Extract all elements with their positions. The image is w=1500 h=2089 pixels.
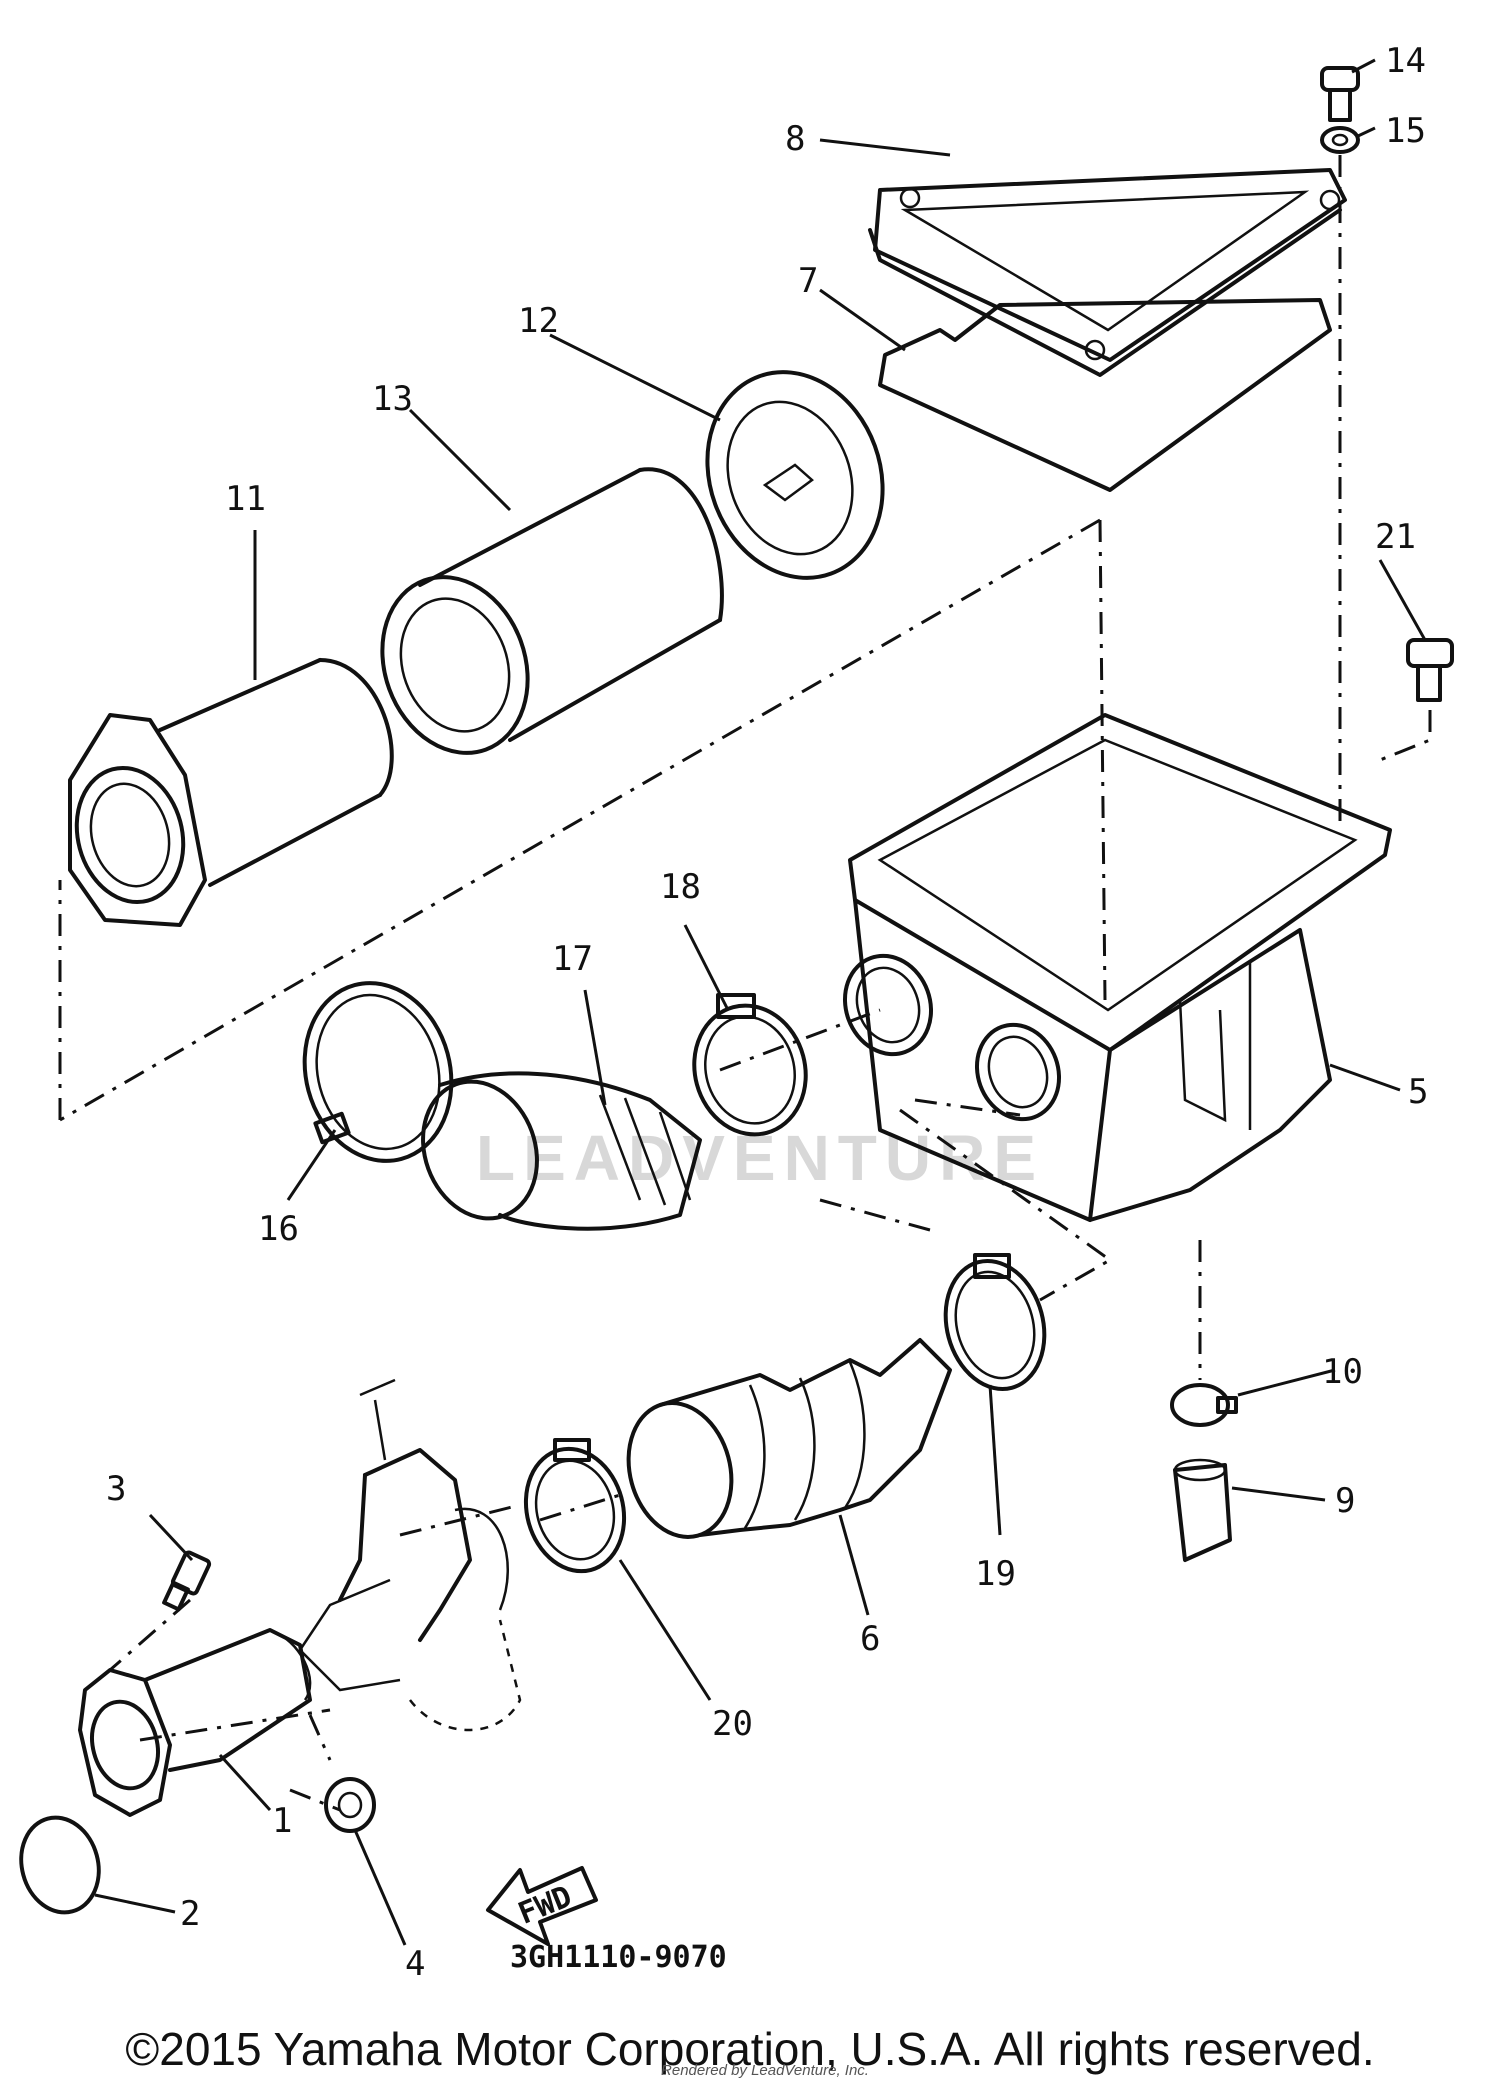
callout-18: 18 <box>660 867 701 907</box>
callout-10: 10 <box>1322 1352 1363 1392</box>
part-6-carburetor-joint[interactable] <box>614 1338 952 1549</box>
callout-8: 8 <box>785 119 805 159</box>
part-4-nut[interactable] <box>324 1777 376 1833</box>
callout-12: 12 <box>518 301 559 341</box>
part-16-hose-band[interactable] <box>285 966 471 1177</box>
carburetor-outline <box>298 1378 522 1732</box>
assembly-lines <box>58 155 1432 1812</box>
callout-14: 14 <box>1385 41 1426 81</box>
callout-17: 17 <box>552 939 593 979</box>
part-20-hose-clamp[interactable] <box>513 1438 638 1583</box>
part-9-drain-plug[interactable] <box>1173 1458 1232 1562</box>
rendered-by-watermark: Rendered by LeadVenture, Inc. <box>661 2062 869 2079</box>
callout-2: 2 <box>180 1894 200 1934</box>
drawing-code: 3GH1110-9070 <box>510 1940 727 1975</box>
part-18-hose-clamp[interactable] <box>680 993 820 1147</box>
part-7-gasket[interactable] <box>878 298 1332 492</box>
part-13-filter-element[interactable] <box>358 467 724 773</box>
part-1-manifold[interactable] <box>78 1628 312 1817</box>
callout-11: 11 <box>225 479 266 519</box>
part-2-o-ring[interactable] <box>11 1809 109 1921</box>
part-3-bolt[interactable] <box>162 1550 212 1612</box>
callout-21: 21 <box>1375 517 1416 557</box>
callout-labels: 1 2 3 4 5 6 7 8 9 10 11 12 13 14 15 16 1… <box>106 41 1428 1984</box>
callout-15: 15 <box>1385 111 1426 151</box>
forward-direction-arrow: FWD <box>486 1866 598 1946</box>
callout-13: 13 <box>372 379 413 419</box>
copyright-notice: ©2015 Yamaha Motor Corporation, U.S.A. A… <box>125 2023 1375 2075</box>
callout-1: 1 <box>272 1801 292 1841</box>
part-21-bolt[interactable] <box>1406 638 1454 702</box>
callout-6: 6 <box>860 1619 880 1659</box>
callout-20: 20 <box>712 1704 753 1744</box>
part-5-airbox-case[interactable] <box>831 713 1392 1222</box>
part-15-washer[interactable] <box>1320 126 1360 154</box>
part-17-intake-joint[interactable] <box>404 1065 702 1234</box>
callout-4: 4 <box>405 1944 425 1984</box>
callout-3: 3 <box>106 1469 126 1509</box>
part-10-clamp[interactable] <box>1170 1383 1238 1427</box>
callout-19: 19 <box>975 1554 1016 1594</box>
callout-16: 16 <box>258 1209 299 1249</box>
part-11-filter-guide[interactable] <box>62 658 394 927</box>
part-14-bolt[interactable] <box>1320 66 1360 122</box>
callout-5: 5 <box>1408 1072 1428 1112</box>
part-12-filter-cap[interactable] <box>679 347 911 602</box>
part-8-cover[interactable] <box>868 168 1347 377</box>
callout-9: 9 <box>1335 1481 1355 1521</box>
part-19-hose-clamp[interactable] <box>932 1250 1058 1400</box>
leader-lines <box>94 58 1427 1946</box>
callout-7: 7 <box>798 261 818 301</box>
fwd-label: FWD <box>514 1879 577 1932</box>
